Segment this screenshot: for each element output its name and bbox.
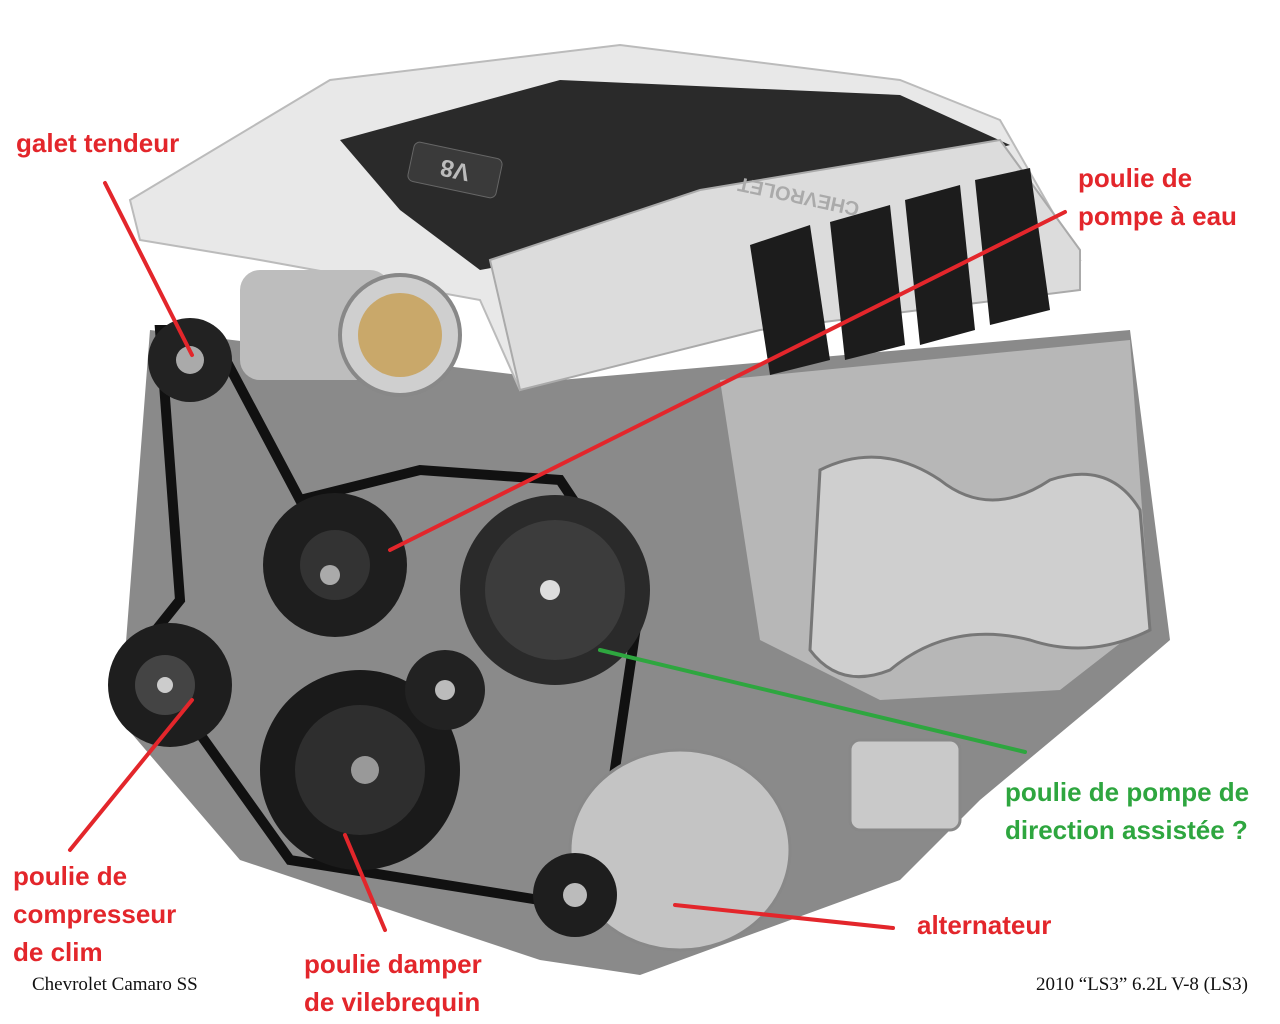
cover-badge-v8: V8 bbox=[438, 153, 472, 186]
label-line: de vilebrequin bbox=[304, 987, 481, 1017]
label-line: direction assistée ? bbox=[1005, 815, 1248, 845]
idler-pulley bbox=[405, 650, 485, 730]
throttle-body bbox=[240, 270, 462, 397]
label-line: poulie de pompe de bbox=[1005, 777, 1250, 807]
alternator bbox=[533, 748, 792, 952]
label-line: pompe à eau bbox=[1078, 201, 1237, 231]
label-ac-compressor: poulie de compresseur de clim bbox=[13, 857, 176, 971]
label-water-pump: poulie de pompe à eau bbox=[1078, 159, 1237, 235]
label-power-steering: poulie de pompe de direction assistée ? bbox=[1005, 773, 1249, 849]
oil-cooler bbox=[848, 738, 962, 832]
leader-tensioner bbox=[103, 181, 194, 357]
label-line: de clim bbox=[13, 937, 103, 967]
leader-crank-damper bbox=[343, 833, 387, 932]
caption-model: Chevrolet Camaro SS bbox=[32, 974, 198, 995]
leader-water-pump bbox=[388, 210, 1067, 552]
label-line: compresseur bbox=[13, 899, 177, 929]
label-line: poulie de bbox=[1078, 163, 1193, 193]
leader-ac-compressor bbox=[68, 698, 194, 852]
ac-compressor-pulley bbox=[108, 623, 232, 747]
label-line: poulie damper bbox=[304, 949, 482, 979]
label-alternator: alternateur bbox=[917, 910, 1052, 940]
label-crank-damper: poulie damper de vilebrequin bbox=[304, 945, 482, 1021]
crank-damper-pulley bbox=[260, 670, 460, 870]
water-pump-pulley bbox=[263, 493, 407, 637]
leader-power-steering bbox=[598, 648, 1027, 754]
leader-lines bbox=[68, 181, 1067, 932]
tensioner-pulley bbox=[148, 318, 232, 402]
leader-alternator bbox=[673, 903, 895, 930]
caption-engine: 2010 “LS3” 6.2L V-8 (LS3) bbox=[1036, 974, 1248, 995]
label-tensioner: galet tendeur bbox=[16, 128, 180, 158]
label-line: poulie de bbox=[13, 861, 128, 891]
power-steering-pulley bbox=[460, 495, 650, 685]
